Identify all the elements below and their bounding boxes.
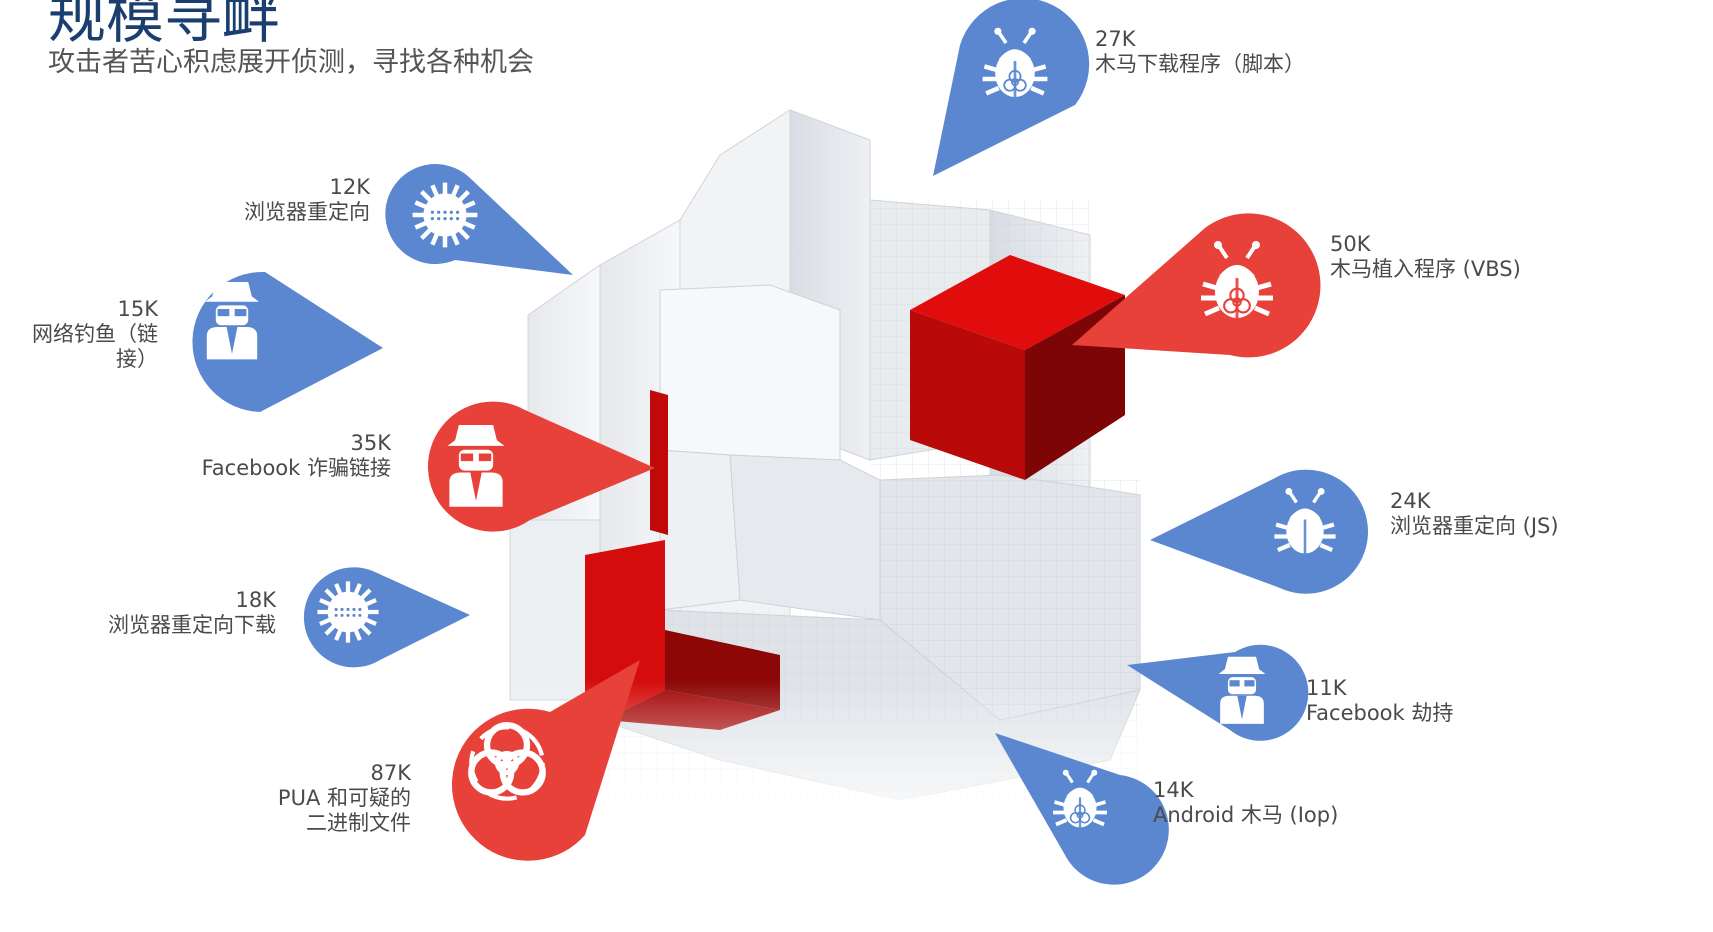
pin-pua-suspicious-binary [451,660,640,861]
red-cube-lower [585,540,665,720]
pin-browser-redirect-js [1150,469,1368,594]
label-android-trojan: 14K Android 木马 (Iop) [1153,778,1339,827]
label-browser-redirect-1: 12K 浏览器重定向 [244,175,370,224]
pin-phishing-link [192,271,383,412]
label-phishing-link: 15K 网络钓鱼（链 接） [32,297,158,371]
cube-graphic [500,109,1200,840]
label-browser-redirect-download: 18K 浏览器重定向下载 [108,588,276,637]
label-trojan-dropper-vbs: 50K 木马植入程序 (VBS) [1330,232,1521,281]
pin-facebook-scam-link [427,401,655,532]
pin-facebook-hijack [1127,644,1309,741]
label-pua-suspicious-binary: 87K PUA 和可疑的 二进制文件 [277,761,411,835]
page-title: 规模寻衅 [48,0,281,51]
virus-icon [317,581,378,642]
pin-trojan-downloader-script [933,0,1090,176]
label-browser-redirect-js: 24K 浏览器重定向 (JS) [1390,489,1559,538]
pin-android-trojan [995,733,1169,885]
pin-browser-redirect-1 [385,164,573,275]
virus-icon [413,183,478,248]
label-trojan-downloader-script: 27K 木马下载程序（脚本） [1095,27,1305,76]
label-facebook-scam-link: 35K Facebook 诈骗链接 [201,431,391,480]
page-subtitle: 攻击者苦心积虑展开侦测，寻找各种机会 [48,47,534,78]
label-facebook-hijack: 11K Facebook 劫持 [1306,676,1454,725]
red-cube-small [650,390,668,535]
pin-browser-redirect-download [303,567,470,668]
pin-trojan-dropper-vbs [1072,213,1321,358]
